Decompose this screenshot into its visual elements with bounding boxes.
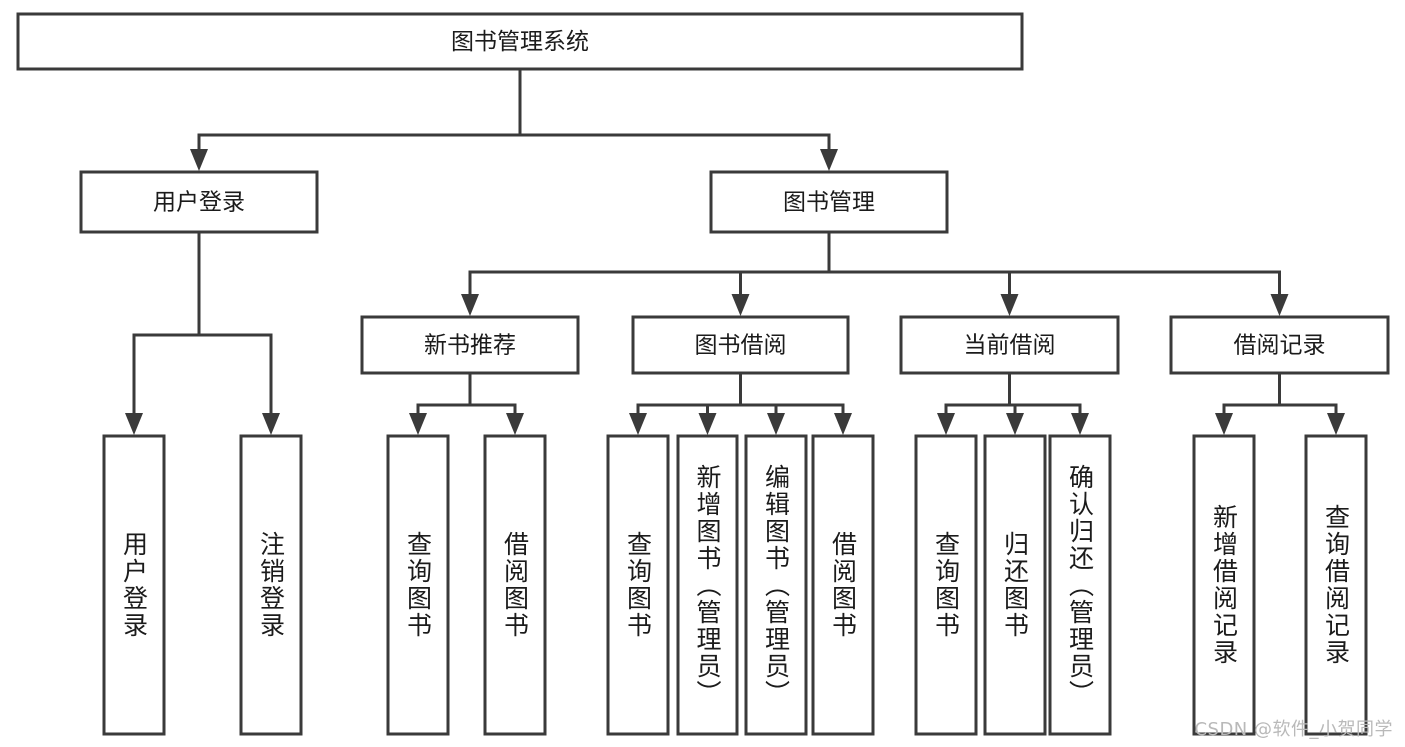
arrow-head-icon: [125, 413, 143, 435]
conn-user-login-to-leaves: [132, 230, 273, 416]
arrow-head-icon: [1215, 413, 1233, 435]
node-leaf-edit-book-admin[interactable]: [744, 434, 808, 736]
node-label: 图书管理: [783, 190, 875, 216]
node-label: 用户登录: [153, 190, 245, 216]
conn-current-borrow-to-leaves: [944, 371, 1082, 416]
arrow-head-icon: [1000, 294, 1019, 316]
node-label: 图书借阅: [695, 333, 787, 359]
node-box[interactable]: [1304, 434, 1368, 736]
arrow-head-icon: [731, 294, 750, 316]
arrow-head-icon: [461, 294, 479, 316]
node-leaf-user-login[interactable]: [102, 434, 166, 736]
node-leaf-query-book-current[interactable]: [914, 434, 978, 736]
node-leaf-query-book-rec[interactable]: [386, 434, 450, 736]
conn-root-to-level2: [197, 67, 831, 152]
arrow-head-icon: [767, 413, 785, 435]
node-leaf-query-book-borrow[interactable]: [606, 434, 670, 736]
node-book-manage[interactable]: 图书管理: [709, 170, 949, 234]
arrow-head-icon: [190, 149, 208, 171]
conn-book-manage-to-level3: [468, 230, 1281, 297]
node-box[interactable]: [744, 434, 808, 736]
node-label: 借阅记录: [1234, 333, 1326, 359]
arrow-head-icon: [698, 413, 717, 435]
node-borrow-record[interactable]: 借阅记录: [1169, 315, 1390, 375]
node-current-borrow[interactable]: 当前借阅: [899, 315, 1120, 375]
arrow-head-icon: [834, 413, 852, 435]
node-leaf-user-logout[interactable]: [239, 434, 303, 736]
arrow-head-icon: [506, 413, 524, 435]
node-leaf-add-borrow-record[interactable]: [1192, 434, 1256, 736]
node-label: 当前借阅: [964, 333, 1056, 359]
node-book-borrow[interactable]: 图书借阅: [631, 315, 850, 375]
conn-borrow-record-to-leaves: [1222, 371, 1338, 416]
arrow-head-icon: [409, 413, 427, 435]
node-box[interactable]: [1048, 434, 1112, 736]
node-leaf-borrow-book[interactable]: [811, 434, 875, 736]
node-leaf-query-borrow-record[interactable]: [1304, 434, 1368, 736]
node-box[interactable]: [709, 170, 949, 234]
node-leaf-add-book-admin[interactable]: [676, 434, 739, 736]
connector-layer: [125, 67, 1345, 435]
node-box[interactable]: [79, 170, 319, 234]
node-box[interactable]: [606, 434, 670, 736]
node-box[interactable]: [1169, 315, 1390, 375]
node-box[interactable]: [483, 434, 547, 736]
conn-new-book-to-leaves: [416, 371, 517, 416]
node-root[interactable]: 图书管理系统: [16, 12, 1024, 71]
node-label: 图书管理系统: [451, 29, 589, 55]
node-box[interactable]: [914, 434, 978, 736]
conn-book-borrow-to-leaves: [636, 371, 845, 416]
arrow-head-icon: [262, 413, 280, 435]
node-new-book-recommend[interactable]: 新书推荐: [360, 315, 580, 375]
arrow-head-icon: [1006, 413, 1024, 435]
arrow-head-icon: [1270, 294, 1289, 316]
node-user-login[interactable]: 用户登录: [79, 170, 319, 234]
node-box[interactable]: [239, 434, 303, 736]
arrow-head-icon: [937, 413, 955, 435]
node-box[interactable]: [899, 315, 1120, 375]
node-leaf-borrow-book-rec[interactable]: [483, 434, 547, 736]
arrow-head-icon: [1327, 413, 1345, 435]
arrow-head-icon: [820, 149, 838, 171]
node-leaf-return-book[interactable]: [983, 434, 1047, 736]
node-box[interactable]: [386, 434, 450, 736]
node-label: 新书推荐: [424, 333, 516, 359]
node-box[interactable]: [16, 12, 1024, 71]
arrow-head-icon: [629, 413, 647, 435]
node-box[interactable]: [676, 434, 739, 736]
arrow-head-icon: [1071, 413, 1089, 435]
node-box[interactable]: [631, 315, 850, 375]
node-box[interactable]: [811, 434, 875, 736]
node-box[interactable]: [1192, 434, 1256, 736]
node-leaf-confirm-return-admin[interactable]: [1048, 434, 1112, 736]
node-box[interactable]: [102, 434, 166, 736]
node-box[interactable]: [360, 315, 580, 375]
node-box[interactable]: [983, 434, 1047, 736]
